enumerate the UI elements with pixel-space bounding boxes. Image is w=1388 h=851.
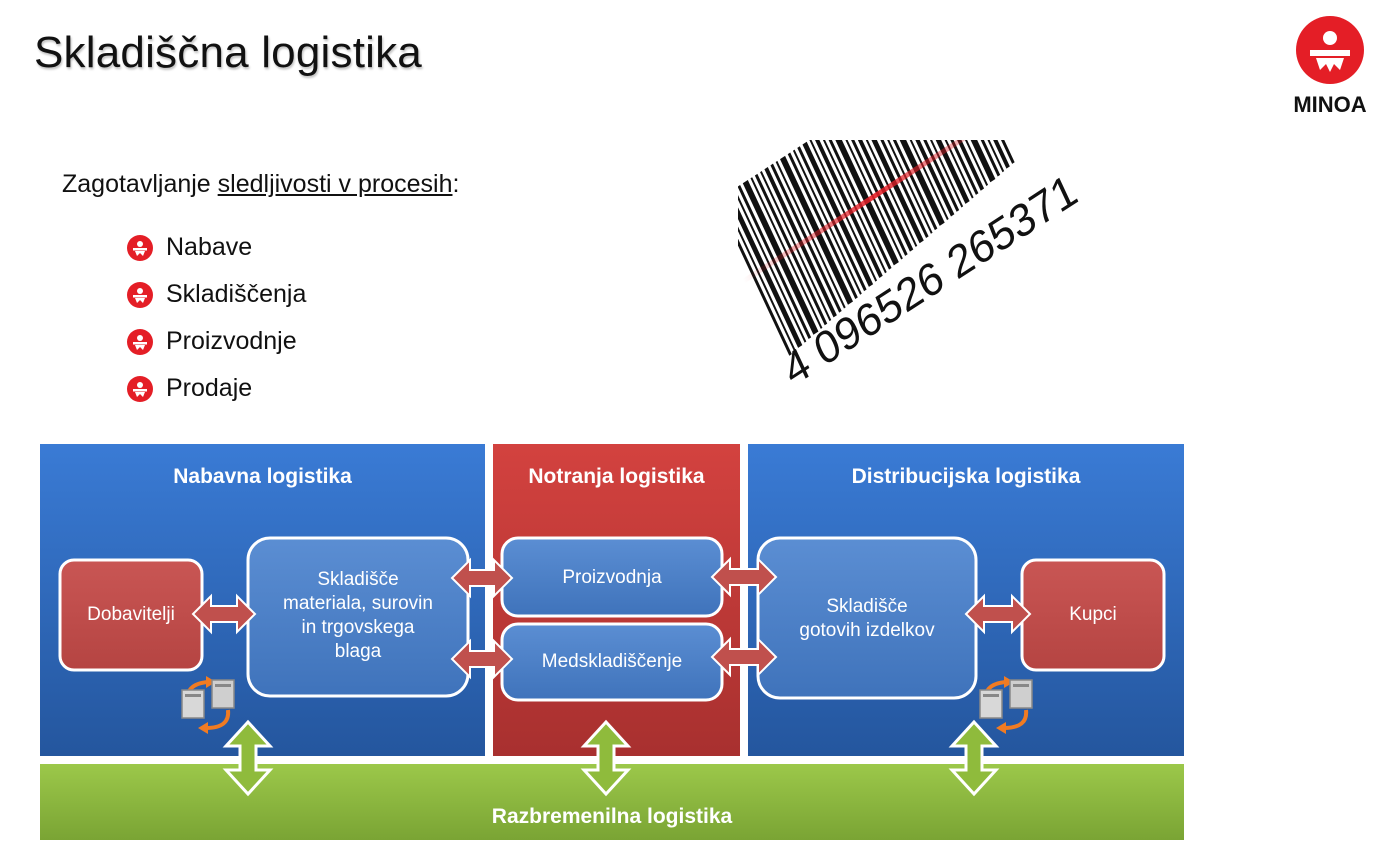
barcode-bar <box>933 140 996 183</box>
barcode-bar <box>863 140 929 238</box>
barcode-bar <box>928 140 989 186</box>
minoa-bullet-icon <box>127 234 153 261</box>
box-label-proizvodnja: Proizvodnja <box>562 567 662 588</box>
barcode-bar <box>787 152 858 299</box>
arrow-izdelki-kupci <box>964 593 1032 635</box>
box-label-dobavitelji: Dobavitelji <box>87 604 175 625</box>
bullet-item: Proizvodnje <box>126 318 306 365</box>
bullet-label: Prodaje <box>166 374 253 402</box>
barcode-bar <box>890 140 955 217</box>
bullet-item: Prodaje <box>126 365 306 412</box>
arrow-dobavitelji-skladisce <box>191 593 257 635</box>
barcode-bar <box>896 140 960 212</box>
barcode-bar <box>901 140 964 208</box>
scan-line <box>742 140 1007 284</box>
arrow-vertical-middle <box>580 719 632 797</box>
barcode-bar <box>797 146 867 292</box>
bullet-list: Nabave Skladiščenja Proizvodnje Prodaje <box>126 224 306 412</box>
arrow-skladisce-proizvodnja <box>450 557 514 599</box>
barcode-bar <box>873 140 938 231</box>
box-label-medskladiscenje: Medskladiščenje <box>541 651 683 672</box>
barcode-bar <box>813 140 883 278</box>
barcode-bar <box>878 140 945 226</box>
barcode-bar <box>906 140 970 204</box>
barcode-bar <box>829 140 899 266</box>
arrow-vertical-right <box>948 719 1000 797</box>
bullet-label: Skladiščenja <box>166 280 307 308</box>
arrow-medskladiscenje-izdelki <box>710 636 778 678</box>
intro-text: Zagotavljanje sledljivosti v procesih: <box>62 170 460 198</box>
minoa-bullet-icon <box>127 281 153 308</box>
barcode-bar <box>922 140 985 191</box>
minoa-bullet-icon <box>127 375 153 402</box>
barcode-bar <box>917 140 979 195</box>
arrow-skladisce-medskladiscenje <box>450 638 514 680</box>
barcode-bar <box>886 140 949 221</box>
arrow-vertical-left <box>222 719 274 797</box>
barcode-bar <box>819 140 887 274</box>
box-label-skladisce-izdelkov: Skladišče gotovih izdelkov <box>799 596 935 641</box>
zone-title-nabavna: Nabavna logistika <box>173 465 352 488</box>
barcode-bar <box>809 140 878 282</box>
bullet-label: Nabave <box>166 233 253 261</box>
barcode-bar <box>824 140 892 270</box>
barcode-bar <box>869 140 933 234</box>
box-label-kupci: Kupci <box>1069 604 1117 625</box>
barcode-bar <box>946 140 1005 173</box>
barcode-bar <box>802 141 874 287</box>
bullet-label: Proizvodnje <box>166 327 297 355</box>
barcode-bar <box>846 140 914 252</box>
zone-title-distribucijska: Distribucijska logistika <box>851 465 1081 488</box>
zone-title-notranja: Notranja logistika <box>528 465 705 488</box>
bullet-item: Skladiščenja <box>126 271 306 318</box>
barcode-bar <box>913 140 974 199</box>
server-sync-icon <box>181 676 235 734</box>
logo-text: MINOA <box>1293 92 1366 117</box>
barcode-bar <box>837 140 903 260</box>
barcode-bar <box>940 140 1001 177</box>
minoa-logo: MINOA <box>1293 16 1367 117</box>
box-label-skladisce-materiala: Skladišče materiala, surovin in trgovske… <box>283 569 433 662</box>
barcode-bar <box>792 149 862 295</box>
barcode-bar <box>738 191 803 348</box>
bullet-item: Nabave <box>126 224 306 271</box>
barcode-bar <box>852 140 918 247</box>
barcode-bar <box>780 155 853 305</box>
zone-title-razbremenilna: Razbremenilna logistika <box>491 805 733 828</box>
barcode-bar <box>841 140 908 256</box>
barcode-bar <box>857 140 924 244</box>
arrow-proizvodnja-izdelki <box>710 556 778 598</box>
intro-underlined: sledljivosti v procesih <box>217 170 453 198</box>
barcode-image: 4 096526 265371 <box>738 140 1084 396</box>
minoa-bullet-icon <box>127 328 153 355</box>
server-sync-icon <box>979 676 1033 734</box>
slide-title: Skladiščna logistika <box>34 28 422 77</box>
